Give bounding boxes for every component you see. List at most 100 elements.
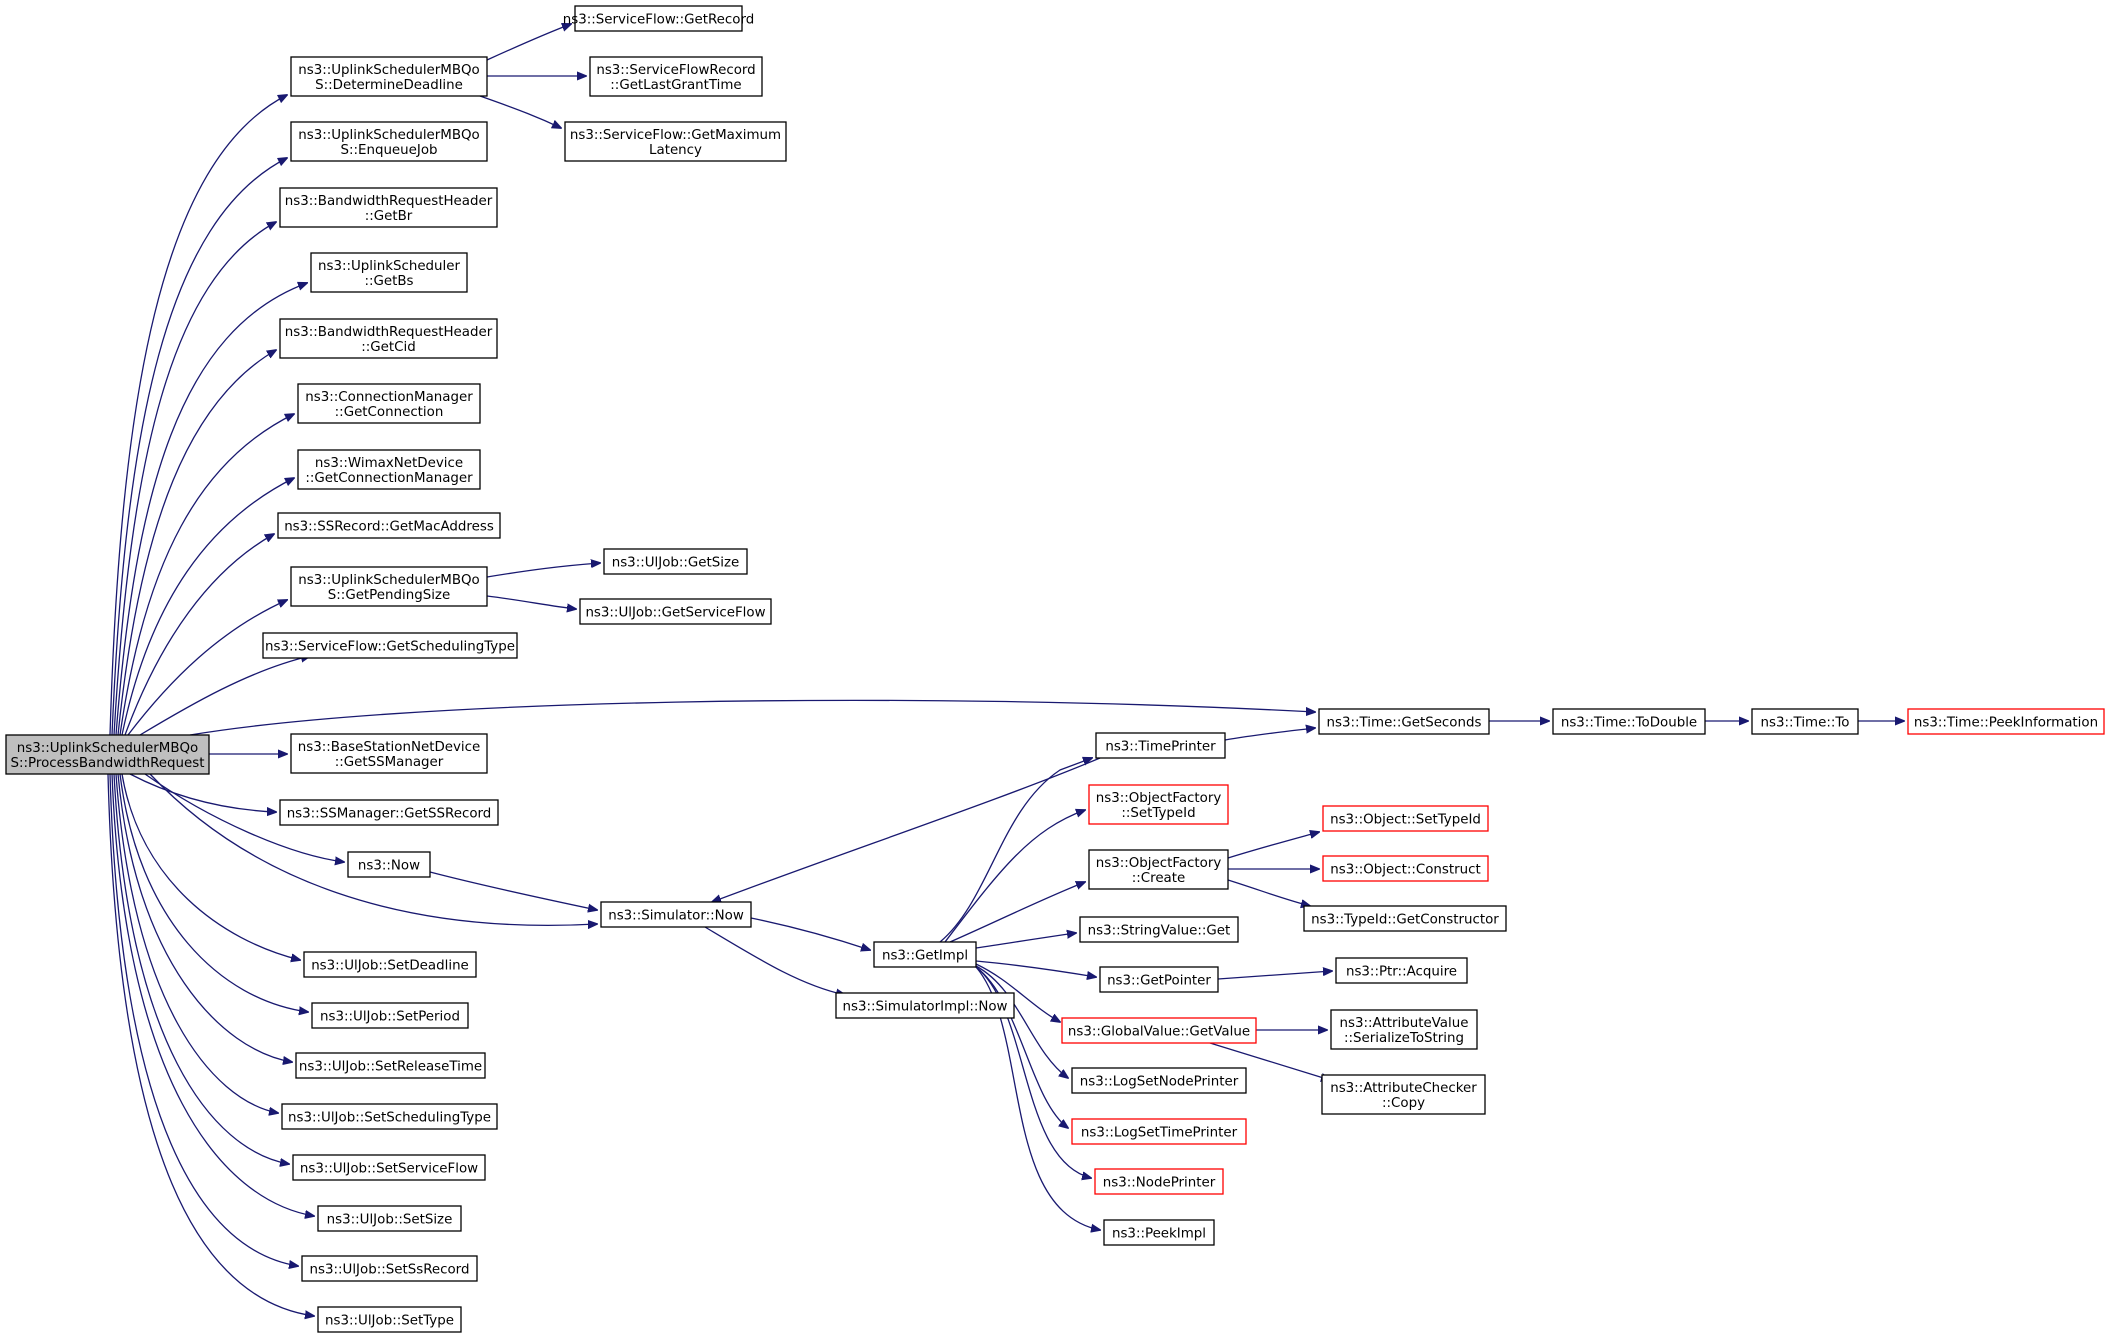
node-box xyxy=(311,1002,469,1029)
node-box xyxy=(5,734,210,775)
node-label: ::SerializeToString xyxy=(1344,1031,1464,1046)
node-label: S::GetPendingSize xyxy=(328,588,450,603)
node-timeGetSeconds[interactable]: ns3::Time::GetSeconds xyxy=(1318,708,1490,735)
node-label: ns3::AttributeValue xyxy=(1340,1016,1469,1031)
node-determineDeadline[interactable]: ns3::UplinkSchedulerMBQoS::DetermineDead… xyxy=(290,56,488,97)
edge-getPendingSize-to-ulJobGetSize xyxy=(486,563,600,578)
edge-getImpl-to-ofSetTypeId xyxy=(944,810,1085,943)
node-ulJobGetSize[interactable]: ns3::UlJob::GetSize xyxy=(603,548,748,575)
node-setDeadline[interactable]: ns3::UlJob::SetDeadline xyxy=(303,951,477,978)
node-sfrGetLastGrantTime[interactable]: ns3::ServiceFlowRecord::GetLastGrantTime xyxy=(589,56,763,97)
node-stringValueGet[interactable]: ns3::StringValue::Get xyxy=(1079,916,1239,943)
node-now[interactable]: ns3::Now xyxy=(347,851,431,878)
node-label: ns3::UlJob::SetSize xyxy=(327,1213,453,1228)
node-getConnection[interactable]: ns3::ConnectionManager::GetConnection xyxy=(297,383,481,424)
node-attributeValueSerialize[interactable]: ns3::AttributeValue::SerializeToString xyxy=(1330,1009,1478,1050)
node-setServiceFlow[interactable]: ns3::UlJob::SetServiceFlow xyxy=(292,1154,486,1181)
node-label: ns3::TimePrinter xyxy=(1105,740,1216,755)
edge-root-to-getConnectionManager xyxy=(121,478,294,736)
node-box xyxy=(292,1154,486,1181)
node-setSize[interactable]: ns3::UlJob::SetSize xyxy=(317,1205,462,1232)
node-label: ::Create xyxy=(1132,871,1186,886)
node-attributeCheckerCopy[interactable]: ns3::AttributeChecker::Copy xyxy=(1321,1074,1486,1115)
node-timePeekInformation[interactable]: ns3::Time::PeekInformation xyxy=(1907,708,2105,735)
node-logSetNodePrinter[interactable]: ns3::LogSetNodePrinter xyxy=(1071,1067,1247,1094)
edge-root-to-timeGetSeconds xyxy=(189,699,1315,736)
node-label: ::GetConnection xyxy=(335,405,444,420)
node-box xyxy=(1079,916,1239,943)
node-getImpl[interactable]: ns3::GetImpl xyxy=(873,941,977,968)
edge-getImpl-to-nodePrinter xyxy=(975,966,1091,1178)
node-typeIdGetConstructor[interactable]: ns3::TypeId::GetConstructor xyxy=(1303,905,1507,932)
node-setPeriod[interactable]: ns3::UlJob::SetPeriod xyxy=(311,1002,469,1029)
node-timeTo[interactable]: ns3::Time::To xyxy=(1751,708,1859,735)
node-timePrinter[interactable]: ns3::TimePrinter xyxy=(1095,732,1226,759)
node-label: ns3::Time::ToDouble xyxy=(1561,716,1697,731)
node-getMacAddress[interactable]: ns3::SSRecord::GetMacAddress xyxy=(277,512,501,539)
node-box xyxy=(1103,1219,1215,1246)
node-setSsRecord[interactable]: ns3::UlJob::SetSsRecord xyxy=(301,1255,478,1282)
edge-root-to-getPendingSize xyxy=(127,600,287,736)
node-box xyxy=(297,383,481,424)
node-label: ns3::Simulator::Now xyxy=(608,909,744,924)
node-label: ns3::UplinkSchedulerMBQo xyxy=(17,741,199,756)
node-objectConstruct[interactable]: ns3::Object::Construct xyxy=(1322,855,1489,882)
node-label: ns3::Time::GetSeconds xyxy=(1327,716,1482,731)
node-nodePrinter[interactable]: ns3::NodePrinter xyxy=(1094,1168,1224,1195)
node-label: ns3::Object::Construct xyxy=(1330,863,1481,878)
node-setType[interactable]: ns3::UlJob::SetType xyxy=(317,1306,462,1333)
node-label: ::GetCid xyxy=(361,340,415,355)
node-ofSetTypeId[interactable]: ns3::ObjectFactory::SetTypeId xyxy=(1088,784,1229,825)
node-objectSetTypeId[interactable]: ns3::Object::SetTypeId xyxy=(1322,805,1489,832)
edge-getImpl-to-getPointer xyxy=(975,960,1096,977)
node-label: ns3::ServiceFlow::GetSchedulingType xyxy=(265,640,515,655)
node-box xyxy=(297,449,481,490)
node-box xyxy=(277,512,501,539)
node-box xyxy=(1088,784,1229,825)
node-ulJobGetServiceFlow[interactable]: ns3::UlJob::GetServiceFlow xyxy=(579,598,772,625)
node-getSSRecord[interactable]: ns3::SSManager::GetSSRecord xyxy=(279,799,499,826)
node-box xyxy=(262,632,518,659)
edge-root-to-determineDeadline xyxy=(109,95,287,736)
node-box xyxy=(1303,905,1507,932)
node-getBr[interactable]: ns3::BandwidthRequestHeader::GetBr xyxy=(279,187,498,228)
edge-timePrinter-to-timeGetSeconds xyxy=(1224,728,1315,741)
node-ofCreate[interactable]: ns3::ObjectFactory::Create xyxy=(1088,849,1229,890)
node-setSchedulingType[interactable]: ns3::UlJob::SetSchedulingType xyxy=(281,1103,498,1130)
edge-simulatorNow-to-getImpl xyxy=(750,917,870,950)
edge-root-to-setReleaseTime xyxy=(117,773,292,1062)
node-box xyxy=(1088,849,1229,890)
node-ptrAcquire[interactable]: ns3::Ptr::Acquire xyxy=(1335,957,1468,984)
node-label: ns3::ConnectionManager xyxy=(305,390,473,405)
node-logSetTimePrinter[interactable]: ns3::LogSetTimePrinter xyxy=(1071,1118,1247,1145)
node-box xyxy=(574,5,743,32)
node-timeToDouble[interactable]: ns3::Time::ToDouble xyxy=(1552,708,1706,735)
edge-root-to-enqueueJob xyxy=(111,158,287,736)
node-getSchedulingType[interactable]: ns3::ServiceFlow::GetSchedulingType xyxy=(262,632,518,659)
edge-root-to-getConnection xyxy=(119,414,294,736)
node-label: ::Copy xyxy=(1382,1096,1425,1111)
node-getBs[interactable]: ns3::UplinkScheduler::GetBs xyxy=(310,252,468,293)
node-getConnectionManager[interactable]: ns3::WimaxNetDevice::GetConnectionManage… xyxy=(297,449,481,490)
node-getCid[interactable]: ns3::BandwidthRequestHeader::GetCid xyxy=(279,318,498,359)
node-simulatorImplNow[interactable]: ns3::SimulatorImpl::Now xyxy=(835,992,1015,1019)
node-box xyxy=(317,1205,462,1232)
node-getPendingSize[interactable]: ns3::UplinkSchedulerMBQoS::GetPendingSiz… xyxy=(290,566,488,607)
node-setReleaseTime[interactable]: ns3::UlJob::SetReleaseTime xyxy=(295,1052,486,1079)
node-getPointer[interactable]: ns3::GetPointer xyxy=(1099,966,1219,993)
node-simulatorNow[interactable]: ns3::Simulator::Now xyxy=(600,901,752,928)
edge-determineDeadline-to-sfGetMaximumLatency xyxy=(479,95,561,128)
node-box xyxy=(564,121,787,162)
edge-root-to-getSchedulingType xyxy=(139,656,310,736)
node-peekImpl[interactable]: ns3::PeekImpl xyxy=(1103,1219,1215,1246)
node-getSSManager[interactable]: ns3::BaseStationNetDevice::GetSSManager xyxy=(290,733,488,774)
node-sfGetRecord[interactable]: ns3::ServiceFlow::GetRecord xyxy=(563,5,754,32)
node-globalValueGetValue[interactable]: ns3::GlobalValue::GetValue xyxy=(1061,1017,1257,1044)
node-box xyxy=(1330,1009,1478,1050)
node-box xyxy=(1099,966,1219,993)
edge-root-to-setType xyxy=(107,773,314,1316)
node-label: ns3::LogSetNodePrinter xyxy=(1080,1075,1239,1090)
